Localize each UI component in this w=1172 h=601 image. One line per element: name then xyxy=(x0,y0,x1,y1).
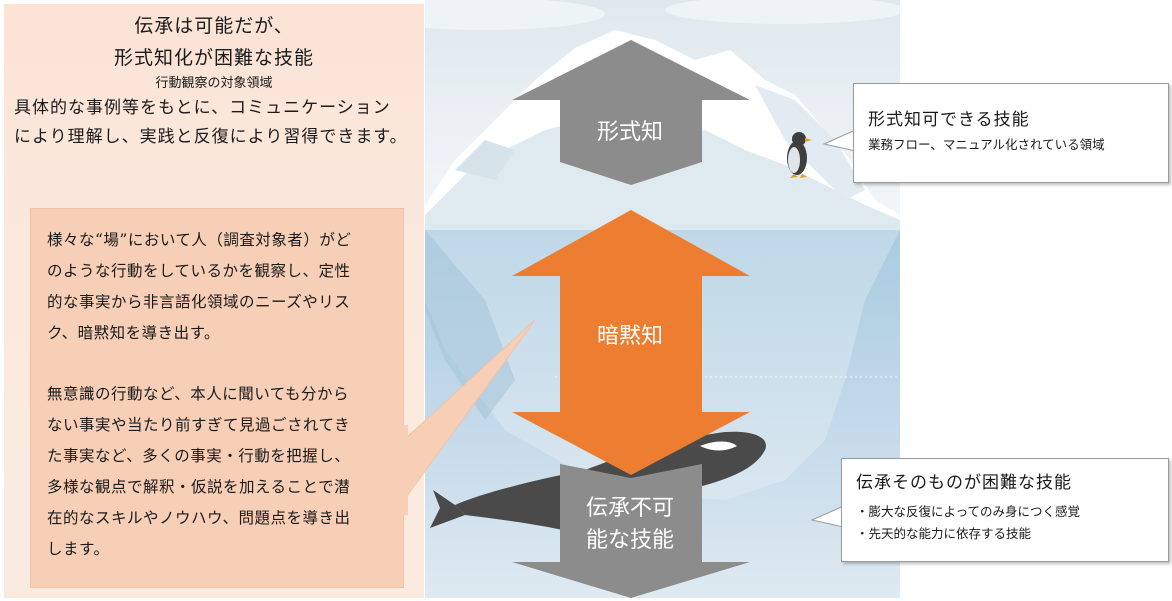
left-title-line2: 形式知化が困難な技能 xyxy=(113,47,314,69)
penguin-icon xyxy=(787,132,812,178)
callout-top-title: 形式知可できる技能 xyxy=(868,110,1030,130)
left-desc-line1: 具体的な事例等をもとに、コミュニケーション xyxy=(14,98,391,118)
left-desc-line2: により理解し、実践と反復により習得できます。 xyxy=(14,127,408,147)
untransferable-skill-arrow xyxy=(512,464,750,598)
observation-box: 様々な“場”において人（調査対象者）がど のような行動をしているかを観察し、定性… xyxy=(30,208,404,588)
callout-top-text: 業務フロー、マニュアル化されている領域 xyxy=(868,137,1105,152)
obs-para2-line1: 無意識の行動など、本人に聞いても分から xyxy=(47,385,349,403)
obs-para2-line6: します。 xyxy=(47,540,110,558)
left-title-line1: 伝承は可能だが、 xyxy=(134,15,294,37)
obs-para2-line4: 多様な観点で解釈・仮説を加えることで潜 xyxy=(47,478,351,496)
callout-bottom-title: 伝承そのものが困難な技能 xyxy=(856,473,1072,493)
obs-para2-line2: ない事実や当たり前すぎて見過ごされてき xyxy=(47,416,351,434)
left-subtitle: 行動観察の対象領域 xyxy=(155,76,273,91)
tacit-knowledge-arrow xyxy=(512,210,750,475)
obs-para1-line2: のような行動をしているかを観察し、定性 xyxy=(47,262,351,280)
untransferable-skill-label-2: 能な技能 xyxy=(585,528,674,553)
callout-bottom-item1: ・膨大な反復によってのみ身につく感覚 xyxy=(856,504,1081,519)
callout-bottom: 伝承そのものが困難な技能 ・膨大な反復によってのみ身につく感覚 ・先天的な能力に… xyxy=(841,458,1169,562)
explicit-knowledge-arrow xyxy=(512,40,750,185)
untransferable-skill-label-1: 伝承不可 xyxy=(585,496,674,521)
obs-gap xyxy=(47,349,389,379)
tacit-knowledge-label: 暗黙知 xyxy=(596,324,663,349)
obs-para1-line4: ク、暗黙知を導き出す。 xyxy=(47,324,221,342)
callout-top: 形式知可できる技能 業務フロー、マニュアル化されている領域 xyxy=(853,83,1169,183)
explicit-knowledge-label: 形式知 xyxy=(596,120,663,145)
left-header: 伝承は可能だが、 形式知化が困難な技能 行動観察の対象領域 具体的な事例等をもと… xyxy=(4,10,424,152)
obs-para1-line1: 様々な“場”において人（調査対象者）がど xyxy=(47,231,352,249)
obs-para2-line5: 在的なスキルやノウハウ、問題点を導き出 xyxy=(47,509,351,527)
obs-para2-line3: た事実など、多くの事実・行動を把握し、 xyxy=(47,447,351,465)
obs-para1-line3: 的な事実から非言語化領域のニーズやリス xyxy=(47,293,351,311)
left-panel: 伝承は可能だが、 形式知化が困難な技能 行動観察の対象領域 具体的な事例等をもと… xyxy=(4,4,424,598)
callout-bottom-item2: ・先天的な能力に依存する技能 xyxy=(856,526,1032,541)
